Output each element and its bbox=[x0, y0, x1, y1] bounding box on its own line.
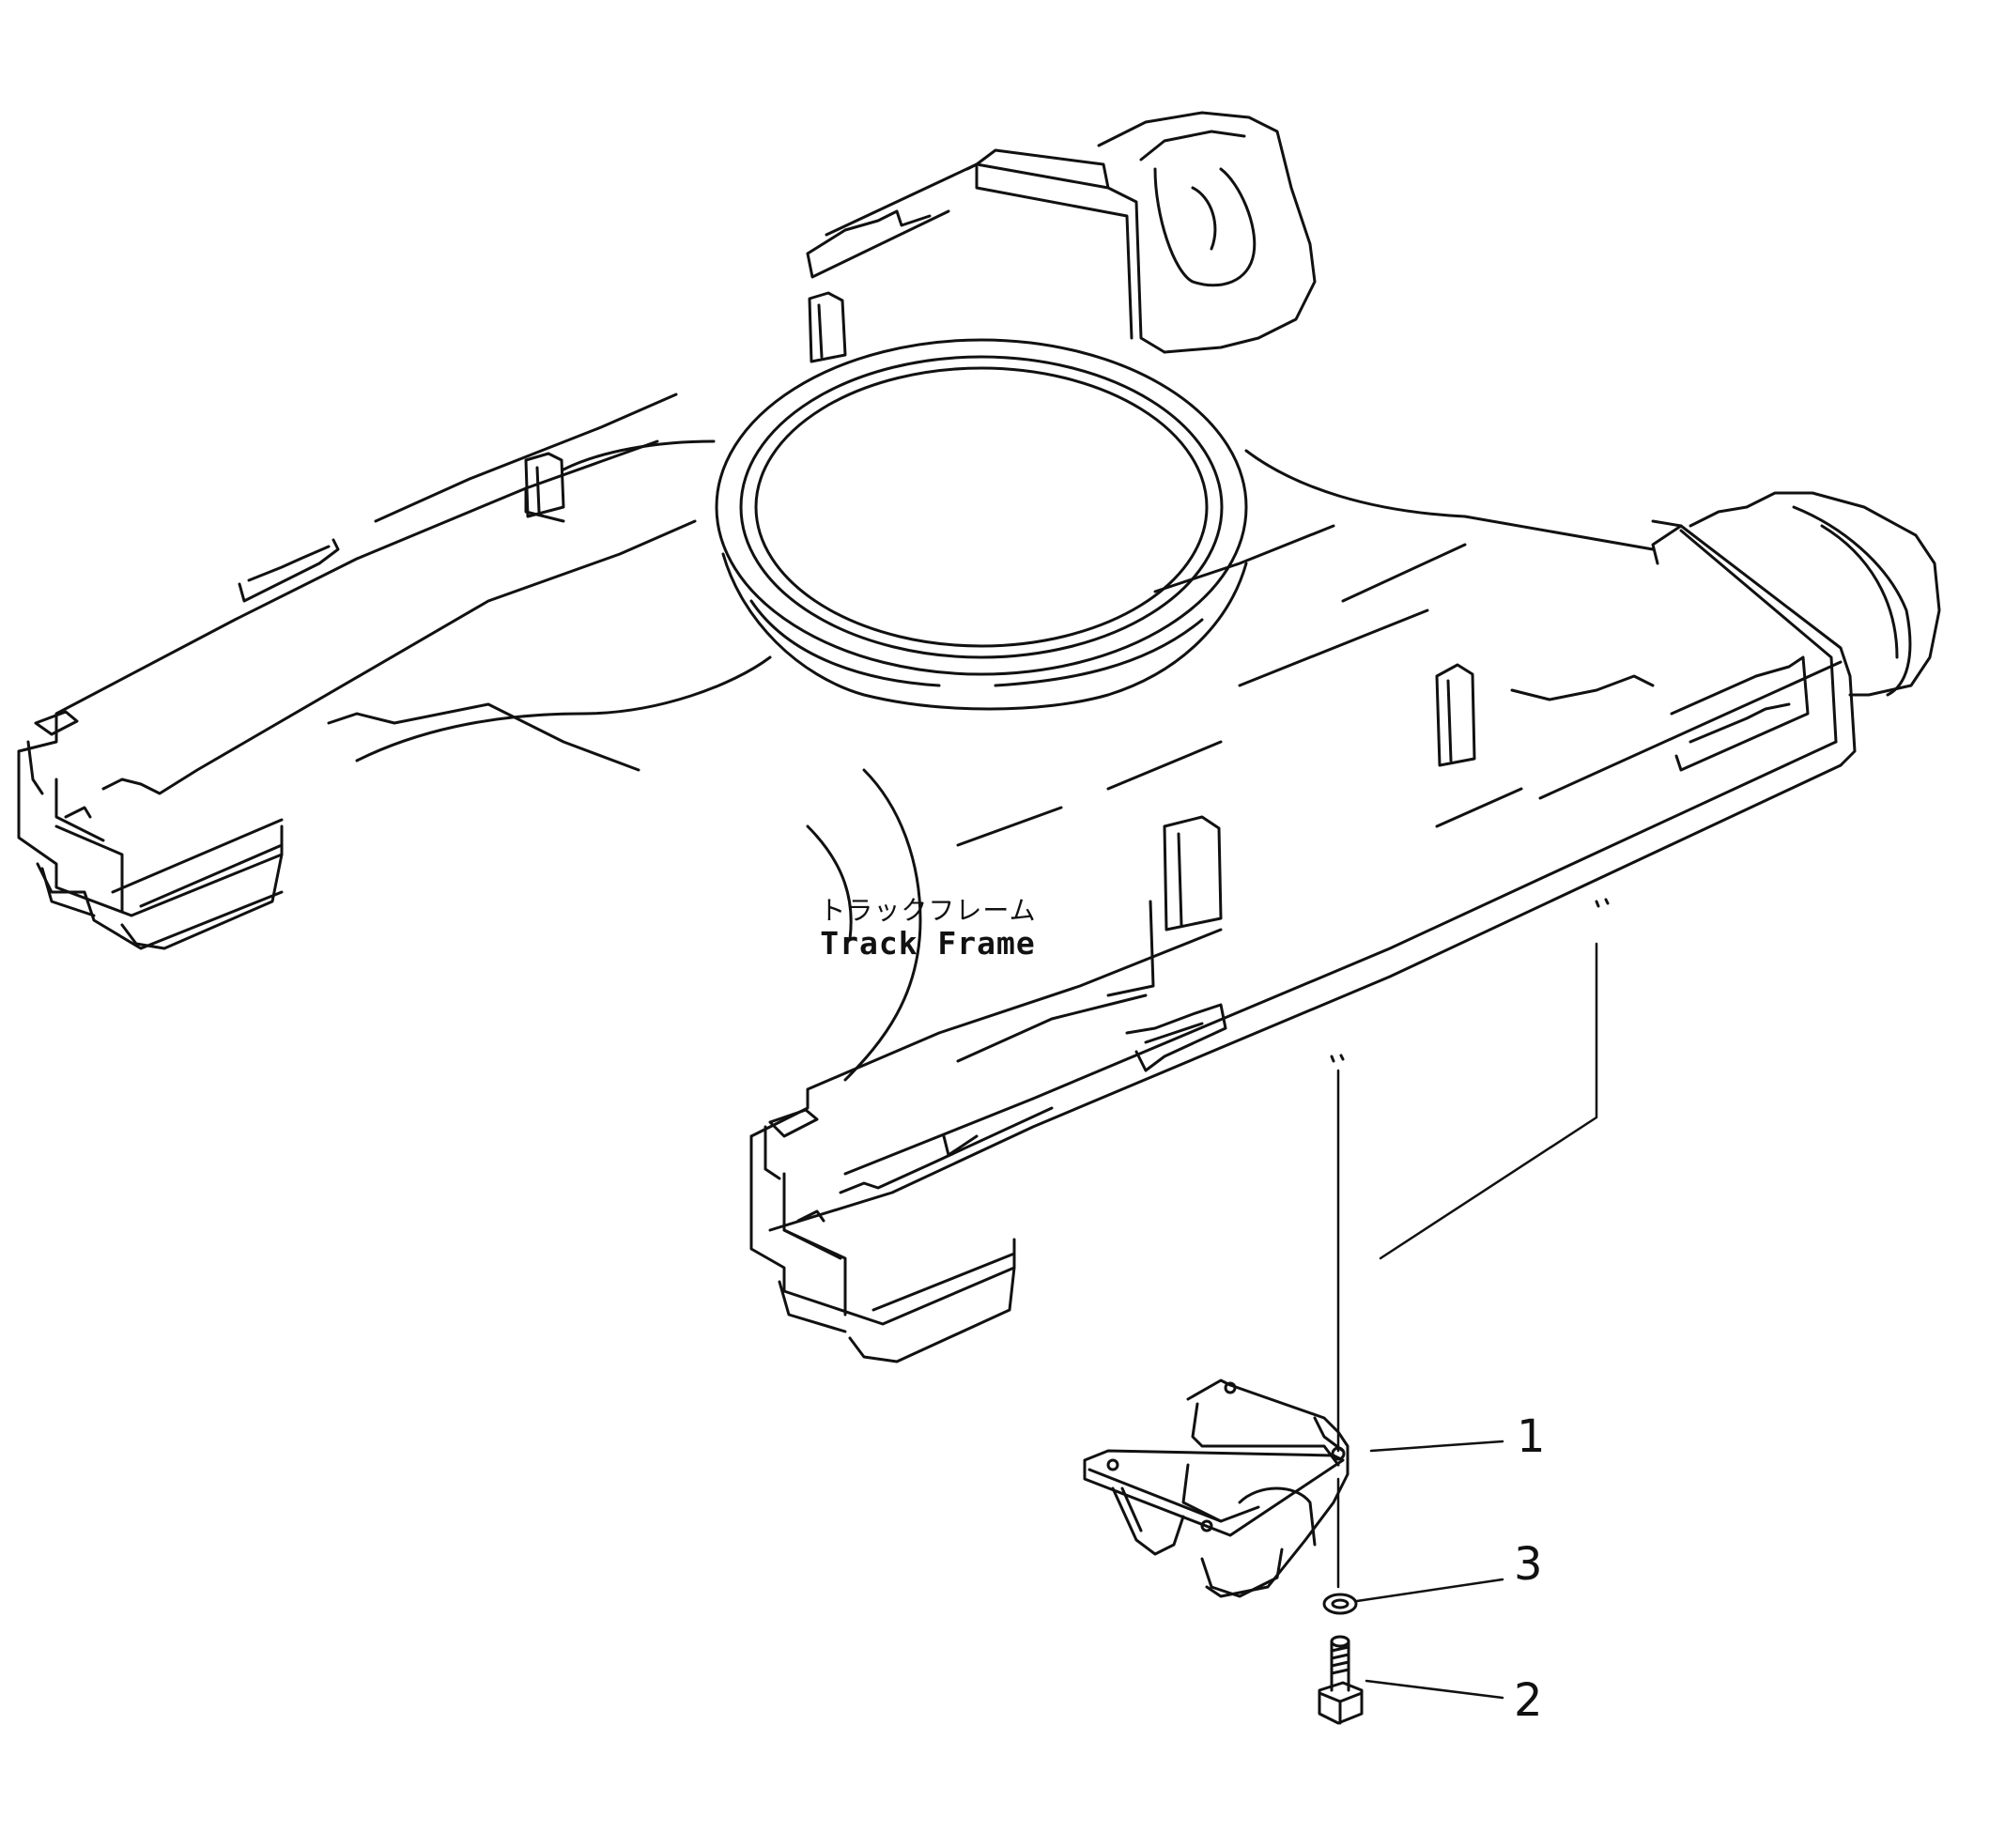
callout-washer: 3 bbox=[1514, 1538, 1543, 1591]
track-guard-bracket bbox=[1083, 1378, 1350, 1598]
callout-bolt: 2 bbox=[1514, 1674, 1543, 1727]
bolt bbox=[1318, 1635, 1364, 1725]
washer bbox=[1322, 1593, 1358, 1615]
track-frame-label-japanese: トラックフレーム bbox=[819, 895, 1037, 926]
lower-right-beam bbox=[768, 655, 1843, 1232]
center-body bbox=[355, 439, 1655, 1082]
pivot-boss-top bbox=[806, 111, 1317, 354]
lower-front-end bbox=[749, 928, 1227, 1363]
upper-arm-skirt bbox=[36, 862, 284, 950]
track-frame-label-english: Track Frame bbox=[820, 925, 1036, 962]
swing-circle bbox=[715, 338, 1248, 711]
stiffener-block-upper-1 bbox=[524, 291, 847, 518]
callout-bracket: 1 bbox=[1517, 1410, 1546, 1463]
small-marks bbox=[1330, 898, 1610, 1063]
pivot-boss-right bbox=[1651, 491, 1941, 767]
upper-left-arm bbox=[17, 393, 697, 950]
stiffener-block-lower bbox=[1106, 663, 1476, 997]
leader-lines bbox=[1336, 942, 1598, 1700]
